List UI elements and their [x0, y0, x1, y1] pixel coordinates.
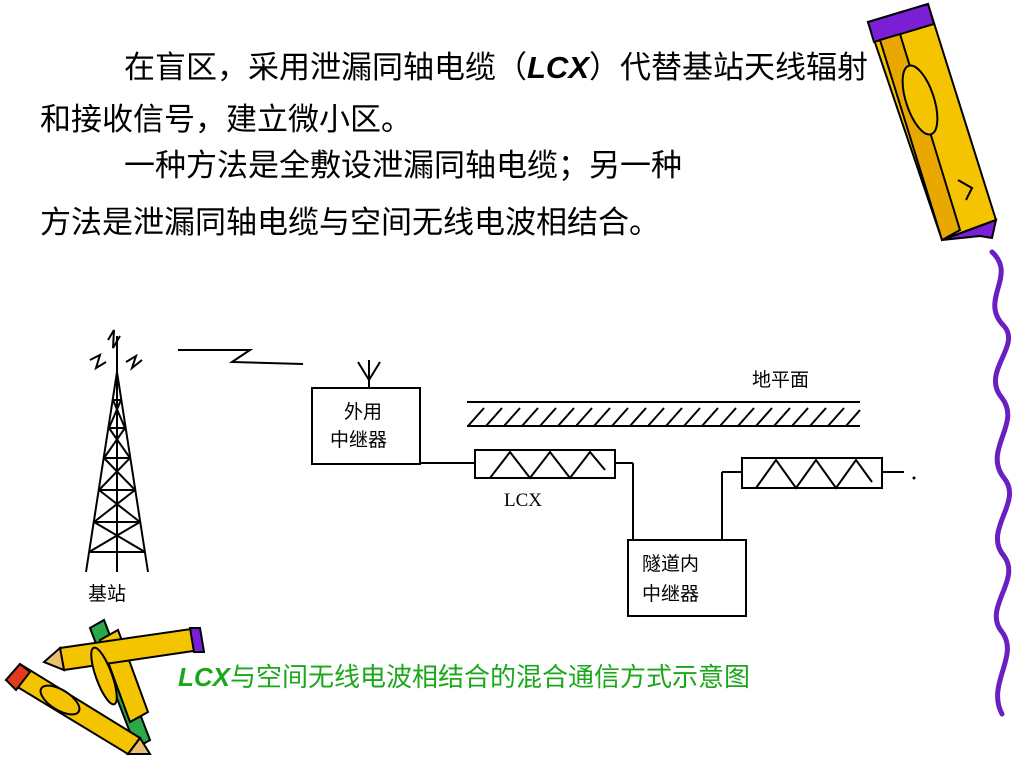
tunnel-repeater-label-line2: 中继器 [642, 583, 699, 605]
pencil-top-right-icon [866, 2, 998, 242]
lcx-cable-segment-2 [721, 457, 916, 540]
base-station-tower-icon [85, 329, 149, 573]
caption-text: 与空间无线电波相结合的混合通信方式示意图 [230, 663, 751, 693]
tunnel-repeater-box [627, 539, 747, 617]
paragraph-lcx-term: LCX [527, 50, 589, 85]
paragraph-lcx-intro: 在盲区，采用泄漏同轴电缆（LCX）代替基站天线辐射和接收信号，建立微小区。 [40, 42, 890, 146]
lcx-label: LCX [504, 490, 542, 511]
outdoor-repeater-box [311, 387, 421, 465]
paragraph-text-2a: 一种方法是全敷设泄漏同轴电缆；另一种 [124, 148, 682, 184]
paragraph-methods-line2: 方法是泄漏同轴电缆与空间无线电波相结合。 [40, 197, 890, 249]
radio-wave-icon [178, 349, 304, 365]
outdoor-repeater-label-line1: 外用 [344, 401, 382, 423]
ground-plane-label: 地平面 [752, 369, 809, 391]
paragraph-text-2b: 方法是泄漏同轴电缆与空间无线电波相结合。 [40, 205, 660, 241]
outdoor-repeater-label-line2: 中继器 [330, 429, 387, 451]
pencils-bottom-left-icon [4, 618, 206, 756]
paragraph-text-1a: 在盲区，采用泄漏同轴电缆（ [124, 50, 527, 86]
decorative-squiggle [989, 249, 1013, 717]
paragraph-methods-line1: 一种方法是全敷设泄漏同轴电缆；另一种 [40, 140, 890, 192]
base-station-label: 基站 [88, 583, 126, 605]
caption-lcx-term: LCX [178, 662, 230, 692]
lcx-cable-segment-1 [420, 449, 634, 540]
paragraph-text-1b: ）代替基站天线辐射和接收信号，建立微小区。 [40, 50, 868, 138]
diagram-caption: LCX与空间无线电波相结合的混合通信方式示意图 [178, 657, 750, 694]
tunnel-repeater-label-line1: 隧道内 [642, 553, 699, 575]
ground-plane [467, 401, 861, 427]
repeater-antenna-icon [357, 360, 381, 388]
